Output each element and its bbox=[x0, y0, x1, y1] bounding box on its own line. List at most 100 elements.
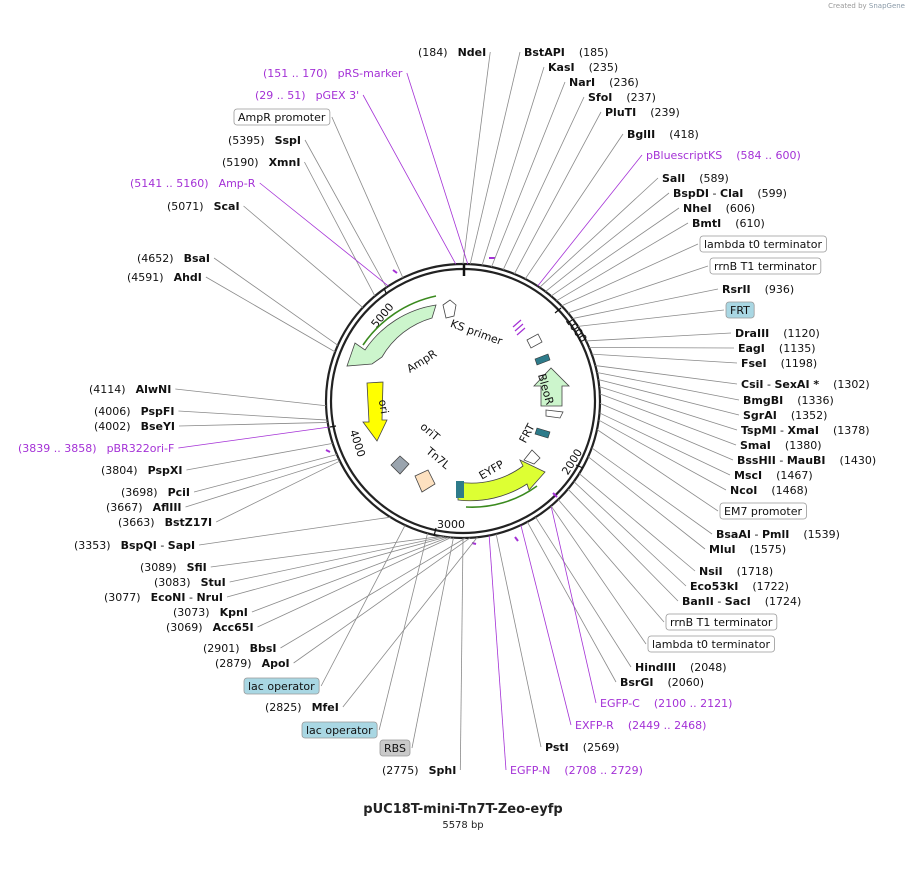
enzyme-ncoi: NcoI(1468) bbox=[730, 484, 808, 497]
feature-label-ks-primer: KS primer bbox=[449, 317, 505, 348]
leader-line bbox=[596, 372, 740, 401]
leader-line bbox=[599, 403, 734, 461]
leader-line bbox=[185, 458, 339, 508]
primer-pbluescriptks: pBluescriptKS(584 .. 600) bbox=[646, 149, 801, 162]
leader-line bbox=[599, 393, 737, 446]
enzyme-stui: (3083)StuI bbox=[154, 576, 226, 589]
svg-text:lac operator: lac operator bbox=[248, 680, 315, 693]
enzyme-apoi: (2879)ApoI bbox=[215, 657, 290, 670]
enzyme-bbsi: (2901)BbsI bbox=[203, 642, 276, 655]
enzyme-sfii: (3089)SfiI bbox=[140, 561, 207, 574]
credit-prefix: Created by bbox=[828, 2, 867, 10]
enzyme-pluti: PluTI(239) bbox=[605, 106, 680, 119]
enzyme-xmni: (5190)XmnI bbox=[222, 156, 300, 169]
svg-text:AmpR promoter: AmpR promoter bbox=[238, 111, 326, 124]
leader-line bbox=[229, 536, 445, 583]
enzyme-nsii: NsiI(1718) bbox=[699, 565, 773, 578]
leader-line bbox=[550, 505, 597, 704]
leader-line bbox=[193, 454, 337, 493]
primer-egfp-c: EGFP-C(2100 .. 2121) bbox=[600, 697, 732, 710]
leader-line bbox=[331, 116, 404, 279]
leader-line bbox=[567, 265, 709, 314]
enzyme-bstz17i: (3663)BstZ17I bbox=[118, 516, 212, 529]
leader-line bbox=[598, 379, 740, 416]
leader-line bbox=[462, 51, 491, 265]
enzyme-sgrai: SgrAI(1352) bbox=[743, 409, 827, 422]
leader-line bbox=[406, 72, 469, 265]
enzyme-kpni: (3073)KpnI bbox=[173, 606, 248, 619]
primer-egfp-n: EGFP-N(2708 .. 2729) bbox=[510, 764, 643, 777]
leader-line bbox=[591, 353, 738, 364]
enzyme-banii: BanII - SacI(1724) bbox=[682, 595, 801, 608]
enzyme-csii: CsiI - SexAI *(1302) bbox=[741, 378, 870, 391]
enzyme-eagi: EagI(1135) bbox=[738, 342, 815, 355]
leader-line bbox=[488, 535, 507, 771]
leader-line bbox=[502, 96, 585, 271]
frt-marker-2 bbox=[534, 427, 551, 439]
enzyme-bseyi: (4002)BseYI bbox=[94, 420, 175, 433]
feature-ori: ori bbox=[362, 381, 391, 442]
leader-line bbox=[293, 537, 471, 664]
enzyme-msci: MscI(1467) bbox=[734, 469, 813, 482]
enzyme-kasi: KasI(235) bbox=[548, 61, 618, 74]
leader-line bbox=[524, 133, 624, 280]
leader-line bbox=[550, 505, 647, 645]
svg-text:EM7 promoter: EM7 promoter bbox=[724, 505, 802, 518]
leader-line bbox=[469, 51, 521, 265]
leader-line bbox=[596, 429, 719, 512]
leader-line bbox=[243, 205, 364, 308]
plasmid-size: 5578 bp bbox=[442, 820, 484, 831]
frt-marker-1 bbox=[534, 353, 551, 366]
enzyme-pspxi: (3804)PspXI bbox=[101, 464, 182, 477]
enzyme-bsshii: BssHII - MauBI(1430) bbox=[737, 454, 876, 467]
feature-label-tn7l: Tn7L bbox=[423, 444, 453, 472]
feature-box-em7-promoter: EM7 promoter bbox=[719, 502, 807, 520]
leader-line bbox=[210, 535, 442, 568]
feature-box-rrnb-t1-terminator: rrnB T1 terminator bbox=[665, 613, 778, 631]
enzyme-nari: NarI(236) bbox=[569, 76, 639, 89]
enzyme-bstapi: BstAPI(185) bbox=[524, 46, 608, 59]
snapgene-credit: Created by SnapGene bbox=[828, 2, 905, 10]
feature-box-frt: FRT bbox=[725, 301, 755, 319]
leader-line bbox=[513, 111, 602, 275]
svg-text:lac operator: lac operator bbox=[306, 724, 373, 737]
svg-text:rrnB T1 terminator: rrnB T1 terminator bbox=[714, 260, 817, 273]
leader-line bbox=[378, 533, 428, 731]
position-ticks: 1000 2000 3000 4000 5000 bbox=[329, 287, 589, 537]
leader-line bbox=[557, 499, 665, 623]
feature-label-frt: FRT bbox=[517, 421, 538, 445]
tick-4000: 4000 bbox=[347, 428, 368, 459]
leader-line bbox=[280, 537, 466, 649]
leader-line bbox=[589, 347, 735, 349]
svg-text:FRT: FRT bbox=[730, 304, 750, 317]
leader-line bbox=[342, 537, 478, 708]
leader-line bbox=[179, 422, 328, 427]
leader-line bbox=[545, 192, 670, 292]
tick-3000: 3000 bbox=[437, 518, 465, 531]
enzyme-bsrgi: BsrGI(2060) bbox=[620, 676, 704, 689]
leader-line bbox=[226, 536, 447, 598]
leader-line bbox=[199, 516, 391, 546]
enzyme-mfei: (2825)MfeI bbox=[265, 701, 339, 714]
plasmid-name: pUC18T-mini-Tn7T-Zeo-eyfp bbox=[363, 802, 563, 817]
enzyme-bsai: (4652)BsaI bbox=[137, 252, 210, 265]
leader-line bbox=[304, 139, 387, 288]
feature-bleor: BleoR bbox=[533, 367, 570, 407]
enzyme-econi: (3077)EcoNI - NruI bbox=[104, 591, 223, 604]
enzyme-tspmi: TspMI - XmaI(1378) bbox=[741, 424, 870, 437]
leader-line bbox=[175, 388, 327, 407]
enzyme-sali: SalI(589) bbox=[662, 172, 729, 185]
enzyme-sphi: (2775)SphI bbox=[382, 764, 456, 777]
primer-exfp-r: EXFP-R(2449 .. 2468) bbox=[575, 719, 706, 732]
leader-line bbox=[481, 66, 545, 266]
enzyme-bmgbi: BmgBI(1336) bbox=[743, 394, 834, 407]
leader-line bbox=[215, 460, 341, 523]
primer-amp-r: (5141 .. 5160)Amp-R bbox=[130, 177, 256, 190]
leader-line bbox=[556, 222, 689, 302]
feature-box-lambda-t0-terminator: lambda t0 terminator bbox=[647, 635, 775, 653]
feature-box-lambda-t0-terminator: lambda t0 terminator bbox=[699, 235, 827, 253]
feature-box-ampr-promoter: AmpR promoter bbox=[233, 108, 331, 126]
leader-line bbox=[411, 537, 454, 749]
leader-line bbox=[595, 365, 738, 385]
feature-frt: FRT bbox=[517, 333, 564, 465]
